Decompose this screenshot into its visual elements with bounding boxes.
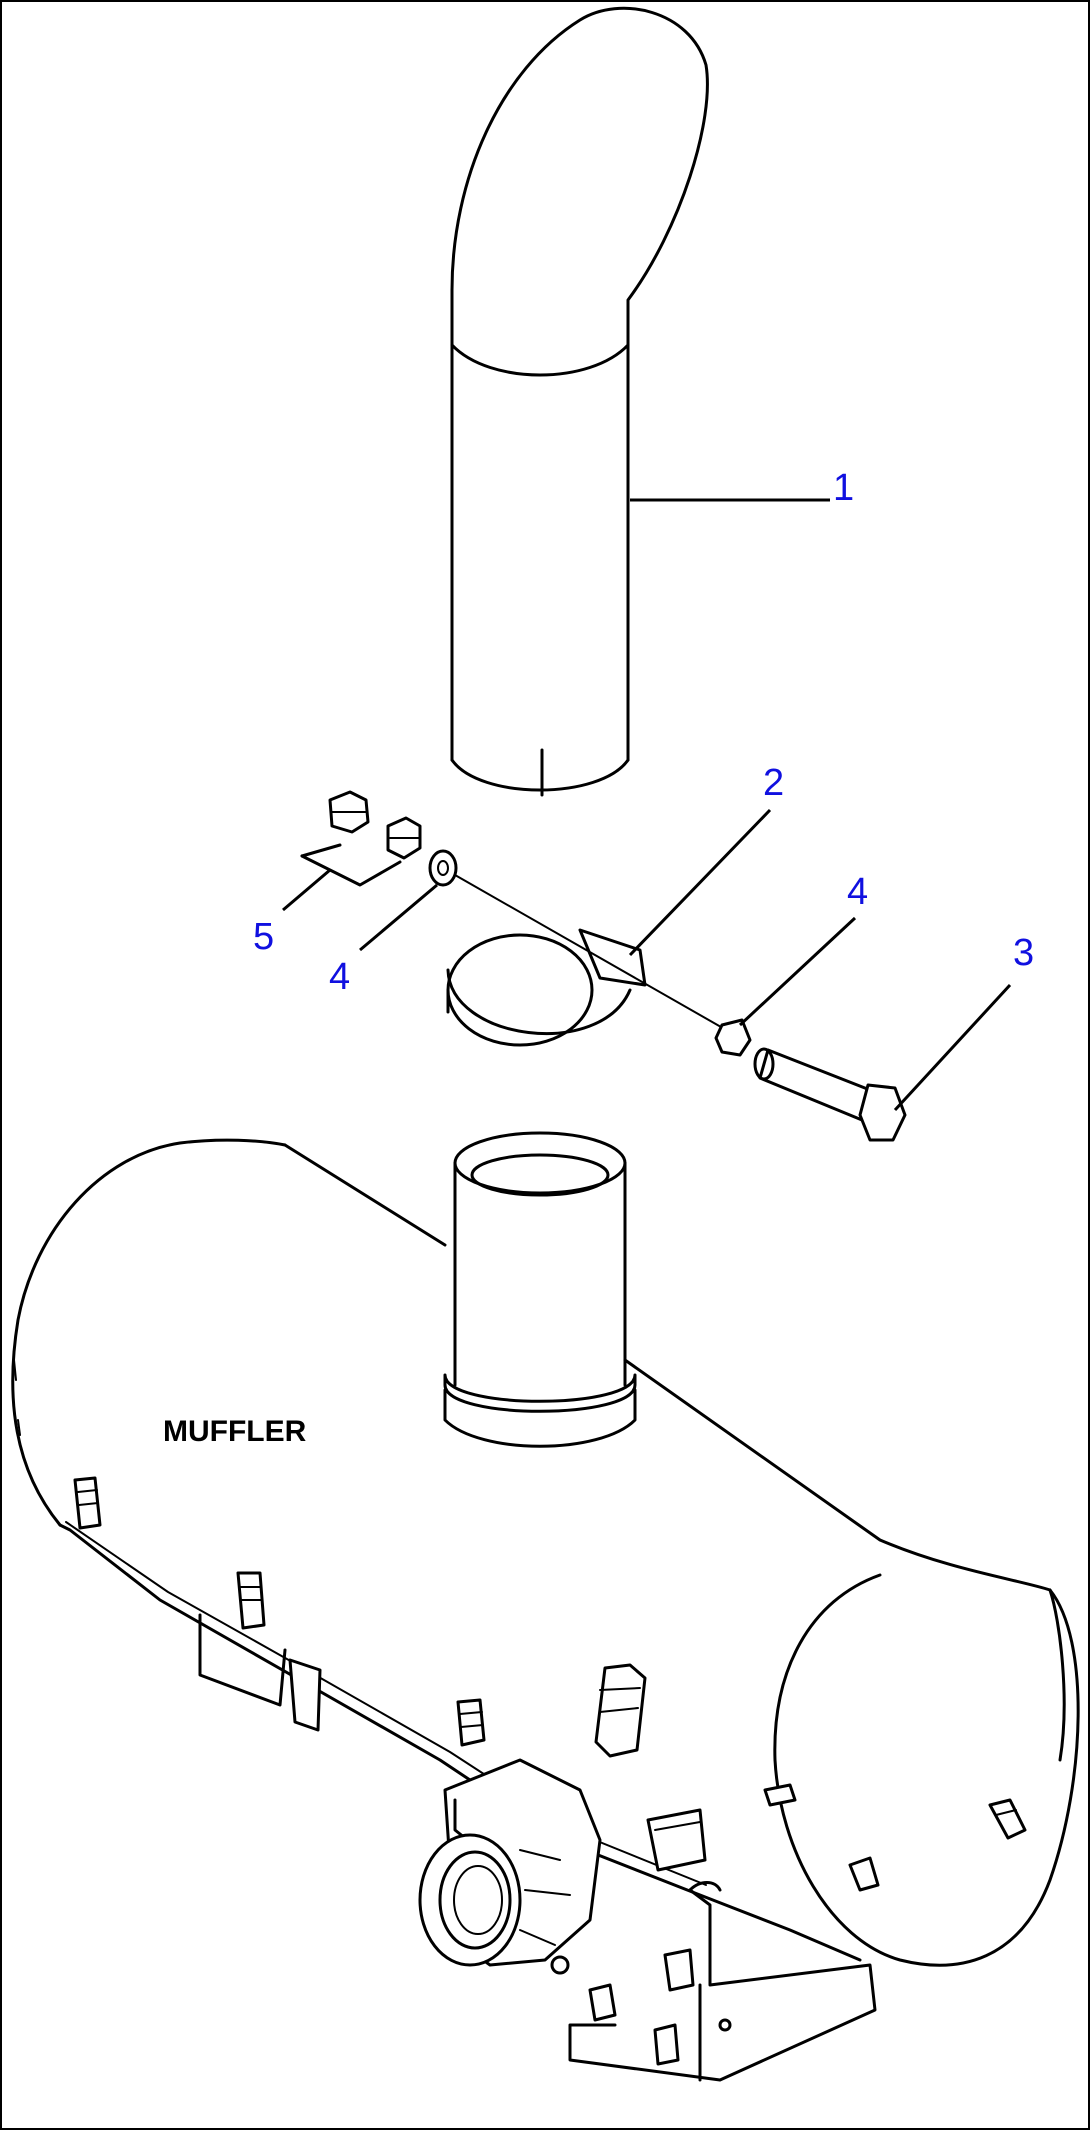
support-bracket [568, 1881, 877, 2082]
muffler-label: MUFFLER [163, 1415, 307, 1448]
exhaust-pipe [450, 6, 709, 797]
leader-line-2 [628, 808, 772, 957]
callout-3: 3 [1013, 932, 1035, 974]
callout-5: 5 [253, 916, 275, 958]
nut-pair [300, 790, 422, 887]
callout-1: 1 [833, 467, 855, 509]
strap-bracket-middle [456, 1663, 707, 1872]
washer-left [428, 849, 458, 887]
leader-line-5 [282, 868, 331, 912]
callout-4-left: 4 [329, 956, 351, 998]
callout-4-right: 4 [847, 871, 869, 913]
leader-line-3 [893, 983, 1012, 1112]
muffler-body [11, 1138, 1080, 1967]
band-clamp [446, 928, 647, 1047]
muffler-outlet-stub [443, 1131, 637, 1448]
leader-line-4-left [359, 883, 438, 952]
assembly-axis-line [454, 874, 736, 1036]
bolt [753, 1047, 907, 1142]
strap-bracket-left [73, 1476, 322, 1732]
leader-line-4-right [738, 916, 857, 1027]
muffler-inlet-flange [418, 1758, 602, 1975]
washer-right [714, 1018, 752, 1057]
strap-bracket-right [763, 1783, 1027, 1892]
callout-2: 2 [763, 762, 785, 804]
